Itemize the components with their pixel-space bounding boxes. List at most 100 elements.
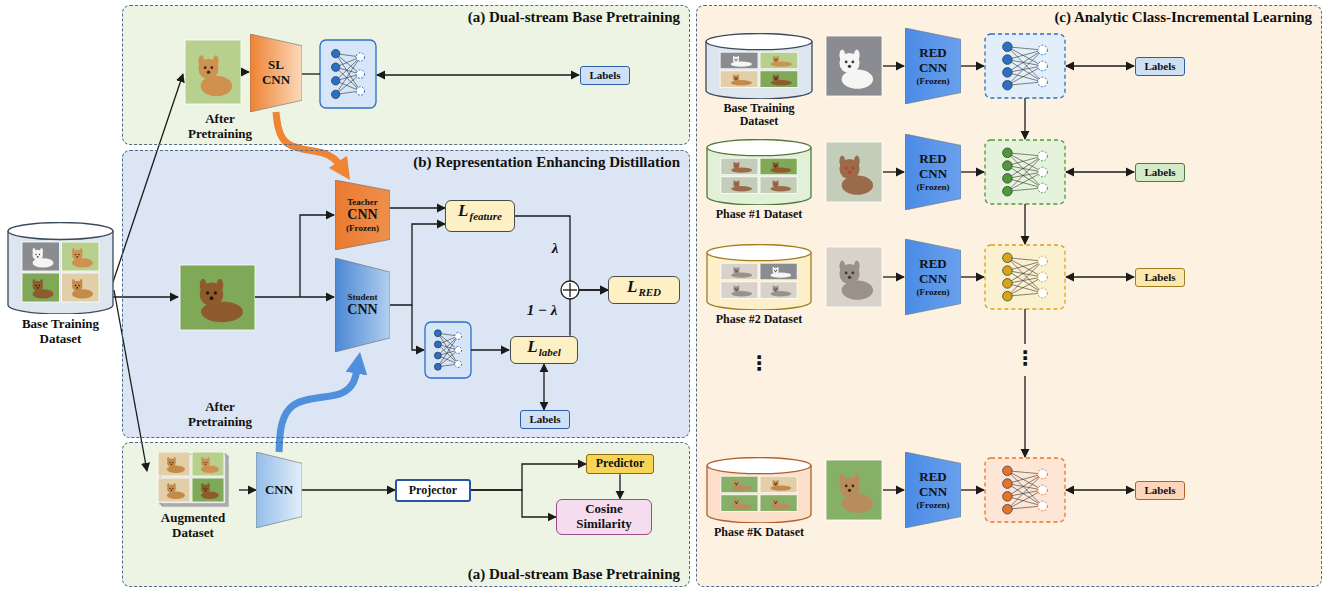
diagram-graphic — [776, 270, 777, 271]
diagram-graphic — [1007, 484, 1042, 506]
loss-box: LRED — [608, 276, 680, 304]
diagram-graphic — [736, 166, 737, 167]
fc-layer-icon — [320, 40, 376, 108]
diagram-graphic — [733, 268, 739, 274]
cnn-name: Teacher — [347, 197, 378, 207]
diagram-graphic — [331, 49, 339, 57]
loss-symbol: L — [458, 201, 468, 220]
text-holder: StudentCNN — [335, 258, 390, 352]
diagram-graphic — [776, 165, 777, 166]
cylinder-shape — [7, 222, 114, 314]
diagram-graphic — [736, 503, 737, 504]
diagram-graphic — [775, 484, 776, 485]
diagram-graphic — [773, 481, 779, 487]
text-holder: RED CNN(Frozen) — [905, 134, 961, 210]
flow-arrow — [471, 349, 509, 350]
photo-illustration — [760, 263, 797, 280]
panel-ground — [122, 150, 690, 438]
panel-title: (b) Representation Enhancing Distillatio… — [413, 154, 680, 171]
label-box: Labels — [580, 66, 630, 85]
label-box: Labels — [1135, 268, 1185, 287]
diagram-graphic — [200, 283, 223, 306]
cylinder-shape — [706, 139, 812, 205]
text-holder: Projector — [397, 481, 469, 500]
edge-label: After Pretraining — [178, 400, 262, 429]
diagram-graphic — [826, 247, 882, 307]
diagram-graphic — [775, 185, 776, 186]
diagram-graphic — [1007, 60, 1042, 82]
flow-arrow — [1024, 309, 1025, 344]
flow-arrow — [302, 73, 320, 74]
panel-title-holder: (c) Analytic Class-Incremental Learning — [1054, 9, 1312, 26]
cnn-encoder: CNN — [256, 452, 302, 528]
diagram-graphic — [1038, 183, 1048, 193]
diagram-graphic — [775, 290, 776, 291]
diagram-graphic — [774, 59, 775, 60]
photo-illustration — [826, 142, 882, 202]
box-label: Labels — [1144, 60, 1175, 72]
diagram-graphic — [905, 239, 961, 315]
dataset-name: Base Training Dataset — [706, 102, 812, 129]
diagram-graphic — [773, 268, 779, 274]
diagram-graphic — [774, 288, 775, 289]
flow-arrow — [377, 74, 579, 75]
diagram-graphic — [201, 76, 232, 96]
text-holder: RED CNN(Frozen) — [905, 452, 961, 528]
diagram-graphic — [826, 36, 882, 96]
text-holder: Labels — [521, 411, 569, 428]
diagram-graphic — [1038, 45, 1048, 55]
cnn-name: SL CNN — [255, 58, 297, 87]
cnn-encoder: StudentCNN — [335, 258, 390, 352]
diagram-graphic — [734, 59, 735, 60]
cnn-encoder: RED CNN(Frozen) — [905, 452, 961, 528]
edge-label-holder: After Pretraining — [178, 112, 262, 141]
diagram-graphic — [210, 66, 213, 69]
diagram-graphic — [1038, 288, 1048, 298]
diagram-graphic — [985, 34, 1065, 98]
photo-illustration — [22, 242, 60, 271]
diagram-graphic — [35, 254, 36, 255]
diagram-graphic — [770, 186, 791, 191]
box-label: Labels — [529, 413, 560, 425]
panel-title-holder: (a) Dual-stream Base Pretraining — [468, 9, 680, 26]
box-label: Labels — [1144, 484, 1175, 496]
diagram-graphic — [721, 282, 758, 299]
diagram-graphic — [1003, 148, 1013, 158]
diagram-graphic — [707, 140, 811, 156]
dataset-name: Phase #1 Dataset — [716, 208, 803, 221]
diagram-graphic — [760, 263, 797, 280]
diagram-graphic — [905, 28, 961, 104]
diagram-graphic — [210, 296, 214, 300]
text-holder: Augmented Dataset — [147, 511, 239, 540]
photo-illustration — [721, 158, 758, 175]
diagram-graphic — [773, 286, 779, 292]
photo-illustration — [721, 177, 758, 194]
diagram-graphic — [72, 250, 82, 260]
text-holder: Phase #1 Dataset — [706, 208, 812, 221]
diagram-graphic — [205, 464, 206, 465]
diagram-graphic — [434, 363, 441, 370]
diagram-graphic — [455, 333, 462, 340]
image-stack — [147, 452, 239, 508]
diagram-graphic — [1007, 153, 1042, 188]
cylinder-shape — [705, 33, 813, 99]
diagram-graphic — [721, 263, 797, 298]
box-label: Labels — [589, 69, 620, 81]
diagram-graphic — [720, 52, 758, 69]
diagram-graphic — [1003, 174, 1013, 184]
panel-title-holder: (b) Representation Enhancing Distillatio… — [413, 154, 680, 171]
diagram-graphic — [434, 352, 441, 359]
flow-arrow — [1066, 65, 1134, 66]
diagram-graphic — [776, 483, 777, 484]
box-label: Cosine Similarity — [563, 502, 645, 531]
diagram-graphic — [256, 452, 302, 528]
box-label: Projector — [409, 484, 457, 497]
ellipsis-mark: ⋮ — [1015, 347, 1035, 369]
connector-arrow — [619, 474, 620, 499]
diagram-graphic — [39, 254, 40, 255]
diagram-graphic — [721, 495, 758, 512]
edge-label-holder: 1 − λ — [520, 302, 564, 319]
diagram-graphic — [735, 79, 736, 80]
diagram-graphic — [770, 291, 791, 296]
diagram-graphic — [737, 288, 738, 289]
